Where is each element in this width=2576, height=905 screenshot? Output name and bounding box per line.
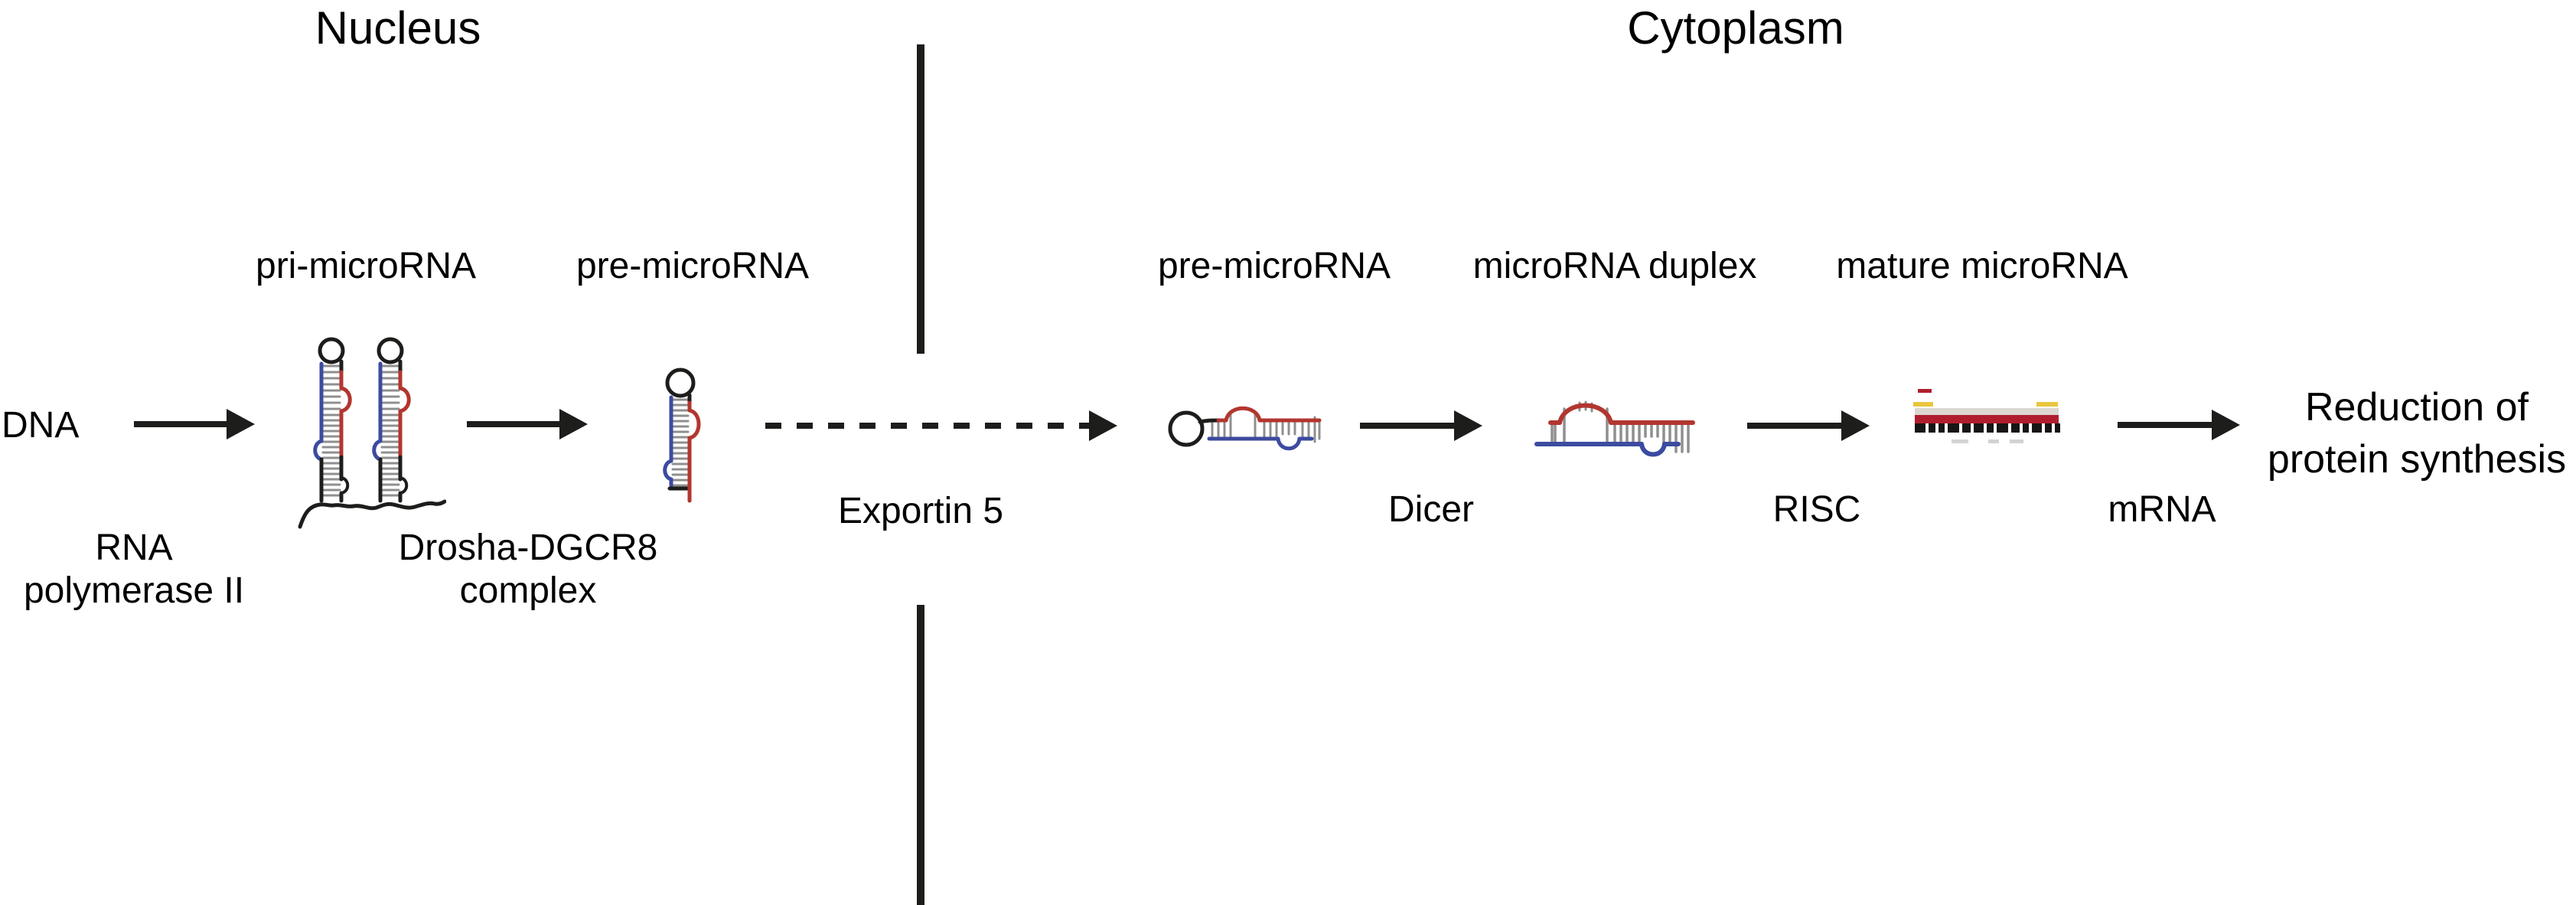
outcome-line2: protein synthesis bbox=[2267, 437, 2567, 482]
dna-strand-wave bbox=[298, 499, 446, 529]
dashed-arrow-shaft bbox=[765, 423, 1089, 429]
dashed-arrow-nuclear-export bbox=[765, 410, 1117, 441]
microrna-duplex-label: microRNA duplex bbox=[1472, 246, 1757, 286]
arrow-shaft bbox=[467, 421, 559, 427]
arrow-pre-to-duplex bbox=[1360, 410, 1482, 441]
arrow-duplex-to-mature bbox=[1747, 410, 1870, 441]
mrna-label: mRNA bbox=[2108, 489, 2216, 530]
arrowhead-icon bbox=[227, 409, 255, 439]
loop-circle bbox=[665, 368, 696, 398]
nuclear-membrane-divider-bottom bbox=[917, 605, 924, 905]
arrowhead-icon bbox=[1089, 410, 1117, 441]
pre-microrna-cytoplasmic-structure bbox=[1168, 406, 1322, 451]
drosha-dgcr8-line2: complex bbox=[459, 570, 597, 611]
yellow-tick-right bbox=[2036, 402, 2058, 407]
loop-circle bbox=[1168, 410, 1205, 447]
pale-band bbox=[1915, 408, 2059, 415]
dna-label: DNA bbox=[2, 405, 80, 446]
rna-polymerase-line2: polymerase II bbox=[23, 570, 245, 611]
cytoplasm-region-title: Cytoplasm bbox=[1627, 2, 1844, 54]
pri-microrna-structure bbox=[298, 337, 446, 529]
pri-hairpin-1 bbox=[313, 337, 352, 503]
arrow-shaft bbox=[1360, 423, 1454, 429]
rna-polymerase-label: RNA polymerase II bbox=[24, 527, 244, 613]
mrna-dash-row bbox=[1915, 423, 2060, 433]
outcome-line1: Reduction of bbox=[2305, 385, 2529, 430]
drosha-dgcr8-label: Drosha-DGCR8 complex bbox=[399, 527, 658, 613]
pre-microrna-nuclear-structure bbox=[663, 368, 701, 503]
nuclear-membrane-divider-top bbox=[917, 44, 924, 354]
outcome-label: Reduction of protein synthesis bbox=[2268, 381, 2566, 485]
arrow-shaft bbox=[1747, 423, 1841, 429]
faint-marks bbox=[1952, 439, 2023, 443]
arrowhead-icon bbox=[1454, 410, 1482, 441]
microrna-strand-bar bbox=[1915, 415, 2059, 423]
arrow-mature-to-outcome bbox=[2118, 410, 2240, 440]
loop-circle bbox=[318, 337, 345, 364]
arrowhead-icon bbox=[2212, 410, 2240, 440]
arrow-shaft bbox=[2118, 422, 2212, 428]
dicer-label: Dicer bbox=[1387, 489, 1475, 530]
loop-circle bbox=[377, 337, 404, 364]
arrow-pri-to-pre-microrna bbox=[467, 409, 588, 439]
red-tick bbox=[1918, 389, 1932, 393]
mature-microrna-label: mature microRNA bbox=[1836, 246, 2128, 286]
mature-microrna-structure bbox=[1913, 389, 2060, 443]
pri-microrna-label: pri-microRNA bbox=[256, 246, 476, 286]
microrna-duplex-structure bbox=[1534, 400, 1695, 457]
risc-label: RISC bbox=[1772, 489, 1861, 530]
pri-hairpin-2 bbox=[372, 337, 411, 503]
arrowhead-icon bbox=[1841, 410, 1870, 441]
pre-microrna-nuclear-label: pre-microRNA bbox=[576, 246, 810, 286]
arrow-dna-to-pri-microrna bbox=[134, 409, 255, 439]
drosha-dgcr8-line1: Drosha-DGCR8 bbox=[398, 528, 658, 568]
arrowhead-icon bbox=[559, 409, 588, 439]
yellow-tick-left bbox=[1913, 402, 1933, 407]
rna-polymerase-line1: RNA bbox=[95, 528, 173, 568]
nucleus-region-title: Nucleus bbox=[315, 2, 481, 54]
exportin5-label: Exportin 5 bbox=[837, 491, 1004, 531]
arrow-shaft bbox=[134, 421, 227, 427]
pre-microrna-cytoplasmic-label: pre-microRNA bbox=[1157, 246, 1391, 286]
